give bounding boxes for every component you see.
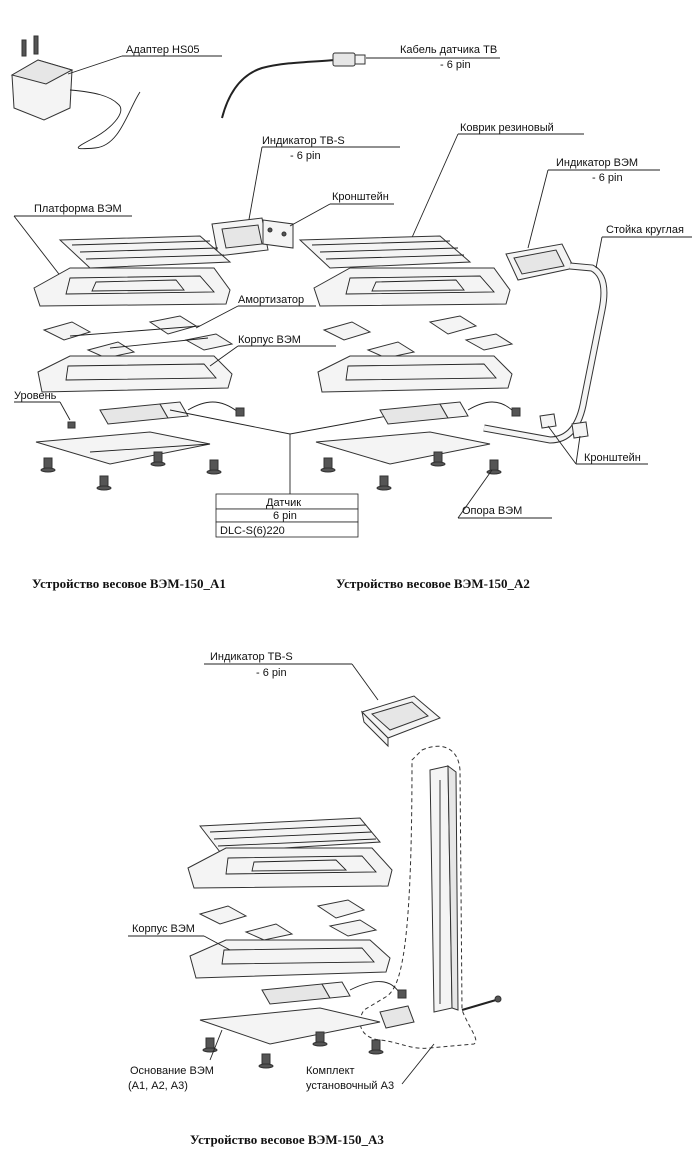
- a2-base: [315, 431, 502, 491]
- a3-kit-label-line1: Комплект: [306, 1065, 355, 1077]
- a1-body: [37, 355, 233, 393]
- a3-base-label-line1: Основание ВЭМ: [130, 1065, 214, 1077]
- level-label: Уровень: [14, 390, 57, 402]
- sensor-table-row-3: DLC-S(6)220: [220, 525, 285, 537]
- sensor-table-row-1: Датчик: [266, 497, 301, 509]
- a3-indicator-label-line2: - 6 pin: [256, 667, 287, 679]
- a3-load-cell: [261, 981, 407, 1005]
- cable-label-line1: Кабель датчика ТВ: [400, 44, 497, 56]
- indicator-vem-drawing: [505, 243, 575, 281]
- a1-rubber-mat: [58, 235, 232, 269]
- shock-absorber-label: Амортизатор: [238, 294, 304, 306]
- a1-load-cell: [99, 401, 245, 425]
- a1-base: [35, 431, 222, 491]
- platform-label: Платформа ВЭМ: [34, 203, 122, 215]
- a2-rubber-mat: [298, 235, 472, 269]
- a3-indicator-label-line1: Индикатор ТВ-S: [210, 651, 293, 663]
- round-stand-drawing: [483, 262, 608, 444]
- indicator-tbs-drawing: [211, 217, 269, 257]
- bracket-top-label: Кронштейн: [332, 191, 389, 203]
- cable-label-line2: - 6 pin: [440, 59, 471, 71]
- caption-a2: Устройство весовое ВЭМ-150_А2: [336, 576, 530, 591]
- rubber-mat-label: Коврик резиновый: [460, 122, 554, 134]
- sensor-table-row-2: 6 pin: [273, 510, 297, 522]
- a1-level: [67, 421, 76, 429]
- adapter-drawing: [10, 35, 141, 150]
- sensor-table: Датчик 6 pin DLC-S(6)220: [215, 493, 359, 538]
- a3-base-label-line2: (А1, А2, А3): [128, 1080, 188, 1092]
- a3-body-label: Корпус ВЭМ: [132, 923, 195, 935]
- indicator-tbs-label-line1: Индикатор ТВ-S: [262, 135, 345, 147]
- adapter-label: Адаптер HS05: [126, 44, 200, 56]
- a3-indicator-drawing: [361, 695, 441, 748]
- a3-kit-label-line2: установочный А3: [306, 1080, 394, 1092]
- a3-body: [189, 939, 391, 979]
- indicator-vem-label-line1: Индикатор ВЭМ: [556, 157, 638, 169]
- caption-a1: Устройство весовое ВЭМ-150_А1: [32, 576, 226, 591]
- body-vem-label: Корпус ВЭМ: [238, 334, 301, 346]
- a2-platform: [313, 267, 511, 307]
- a3-base: [199, 1007, 384, 1069]
- a1-platform: [33, 267, 231, 307]
- indicator-vem-label-line2: - 6 pin: [592, 172, 623, 184]
- a3-kit-outline: [359, 745, 477, 1049]
- a3-bolt: [461, 995, 502, 1011]
- a2-load-cell: [379, 401, 521, 425]
- a2-shock-absorbers: [322, 315, 514, 359]
- indicator-tbs-label-line2: - 6 pin: [290, 150, 321, 162]
- sensor-cable-drawing: [221, 52, 366, 119]
- a1-shock-absorbers: [42, 315, 234, 359]
- caption-a3: Устройство весовое ВЭМ-150_А3: [190, 1132, 384, 1147]
- a3-platform: [187, 847, 393, 889]
- a3-rubber-mat: [199, 817, 382, 853]
- a3-kit-box: [379, 1005, 415, 1029]
- bracket-right-drawing: [539, 413, 589, 439]
- a3-shock-absorbers: [198, 899, 378, 941]
- bracket-top-drawing: [262, 219, 294, 249]
- bracket-right-label: Кронштейн: [584, 452, 641, 464]
- a2-body: [317, 355, 513, 393]
- a3-column: [429, 764, 459, 1013]
- round-stand-label: Стойка круглая: [606, 224, 684, 236]
- support-vem-label: Опора ВЭМ: [462, 505, 522, 517]
